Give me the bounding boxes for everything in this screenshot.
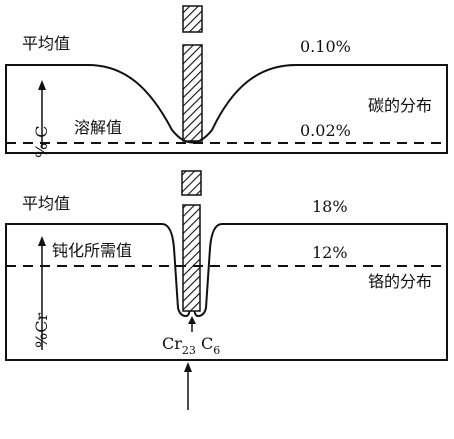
grain-boundary-carbon-upper [182, 5, 203, 33]
grain-boundary-chromium-lower [182, 204, 201, 312]
carbon-average-label: 平均值 [22, 34, 70, 53]
carbon-panel-title: 碳的分布 [368, 96, 432, 115]
chromium-passivation-label: 钝化所需值 [52, 241, 132, 260]
carbon-solubility-label: 溶解值 [74, 118, 122, 137]
chromium-panel-title: 铬的分布 [368, 272, 432, 291]
carbon-panel: % C 平均值 0.10% 溶解值 0.02% 碳的分布 [5, 5, 448, 158]
carbide-pointer-arrow-upper [188, 316, 196, 332]
chromium-average-label: 平均值 [22, 194, 70, 213]
carbon-axis-label: % C [32, 125, 51, 158]
grain-boundary-chromium-upper [181, 170, 202, 196]
chromium-axis-label: %Cr [32, 313, 51, 348]
carbide-pointer-arrow-lower [184, 362, 192, 410]
carbide-label: Cr23 C6 [162, 334, 220, 357]
carbon-average-value: 0.10% [300, 37, 351, 56]
chromium-axis-arrow [38, 236, 46, 350]
grain-boundary-carbon-lower [182, 44, 203, 142]
carbon-axis-arrow [38, 80, 46, 148]
chromium-passivation-value: 12% [312, 243, 348, 262]
chromium-panel: %Cr 平均值 18% 钝化所需值 12% 铬的分布 Cr23 C6 [5, 170, 448, 410]
chromium-average-value: 18% [312, 197, 348, 216]
carbon-solubility-value: 0.02% [300, 121, 351, 140]
